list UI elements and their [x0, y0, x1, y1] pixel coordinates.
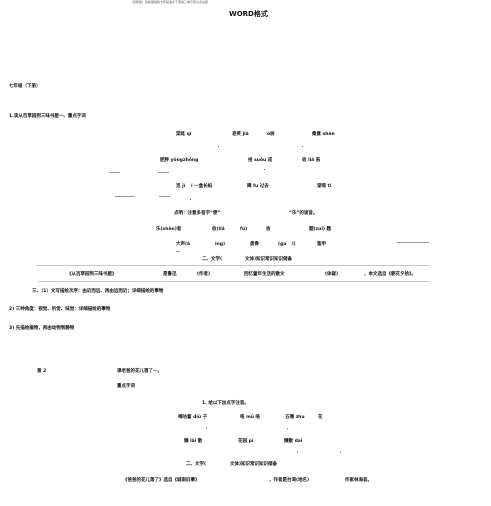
- section-2-heading: 二、文学(: [202, 257, 223, 262]
- page-title: WORD格式: [229, 10, 268, 18]
- vocab-item: 懒 lǎi 散: [184, 439, 203, 444]
- vocab-item: ǐ 一盒长蚂: [191, 184, 213, 189]
- vocab-item: 收(liǎ: [212, 227, 225, 232]
- info-line: (作者): [197, 272, 211, 277]
- vocab-item: 五噶 zhu: [285, 415, 305, 420]
- lesson-2-section-2-heading-tail: 文体)知识常识知识储备: [230, 462, 278, 467]
- page-header: （完整版）最新部编版七年级语文下册第三单元知识点总结: [130, 0, 209, 4]
- info-line: 《从百草园到三味书屋》: [67, 272, 117, 277]
- vocab-item: 收: [266, 227, 271, 232]
- vocab-item: (gu: [278, 242, 287, 247]
- vocab-item: 觅 jì: [176, 184, 186, 189]
- lesson-2-number: 第 2: [37, 369, 47, 374]
- vocab-item: 大声(ǎ: [176, 242, 191, 247]
- lesson-2-subheading: 重点字词: [117, 384, 135, 389]
- vocab-item: ǐ): [292, 242, 296, 247]
- vocab-item: 蛰甲: [317, 242, 326, 247]
- lesson-2-info: ，作者是台湾(地名): [269, 478, 310, 483]
- vocab-item: fù): [240, 227, 248, 232]
- section-4-line: 2) 三种角度：视觉、听觉、味觉：详细描绘的事物: [9, 307, 111, 312]
- vocab-item: 蹲 fu 过去: [247, 184, 269, 189]
- info-line: 回忆童年生活的散文: [244, 272, 285, 277]
- lesson-2-info: 作家林海音。: [345, 478, 372, 483]
- note-line: 点明：注意多音字“便”: [174, 211, 221, 216]
- grade-label: 七年级（下册）: [9, 84, 41, 89]
- vocab-item: 肥胖 yōngzhǒng: [160, 158, 199, 163]
- vocab-item: 花: [318, 415, 323, 420]
- vocab-item: 渐暗 tǐ: [317, 184, 332, 189]
- vocab-item: 桑葚 shèn: [312, 132, 335, 137]
- section-5-line: 3) 先描绘植物，再由动物到静物: [9, 326, 75, 331]
- info-line: 是鲁迅: [163, 272, 177, 277]
- lesson-2-info: 《爸爸的花儿落了》选自《城南旧事》: [123, 478, 200, 483]
- vocab-item: 乐(shèn)者: [156, 227, 182, 232]
- vocab-item: 咯 mū 咯: [240, 415, 261, 420]
- section-1-heading: 1.谈从百草园到三味书屋一、重点字词: [9, 114, 86, 119]
- vocab-item: 花园 pī: [238, 439, 254, 444]
- vocab-item: 嘀咕着 diū 子: [178, 415, 208, 420]
- vocab-item: ing): [215, 242, 226, 247]
- info-line: (体裁): [325, 272, 339, 277]
- vocab-item: 拾 suǒu 成: [248, 158, 273, 163]
- lesson-2-task: 1. 给以下加点字注音。: [202, 401, 249, 406]
- info-line: ，本文选自《朝花夕拾》。: [364, 272, 416, 277]
- vocab-item: 皂荚 jiá: [232, 132, 249, 137]
- vocab-item: 题(zuǐ) 题: [309, 227, 332, 232]
- lesson-2-title: 课老爸的花儿落了一。: [117, 369, 162, 374]
- section-2-heading-tail: 文体)知识常识知识储备: [245, 257, 293, 262]
- vocab-item: ó树: [267, 132, 275, 137]
- vocab-item: 盘骨: [250, 242, 259, 247]
- note-line: “乐”的读音。: [289, 211, 318, 216]
- section-3-line: 三、（1）文写描绘次序：由近而远、再由远而近；详细描绘的事物: [32, 289, 164, 294]
- vocab-item: 菜畦 qí: [176, 132, 192, 137]
- lesson-2-section-2-heading: 二、文学(: [186, 462, 207, 467]
- vocab-item: 收 liǎ 苔: [302, 158, 321, 163]
- vocab-item: 懒散 dai: [284, 439, 303, 444]
